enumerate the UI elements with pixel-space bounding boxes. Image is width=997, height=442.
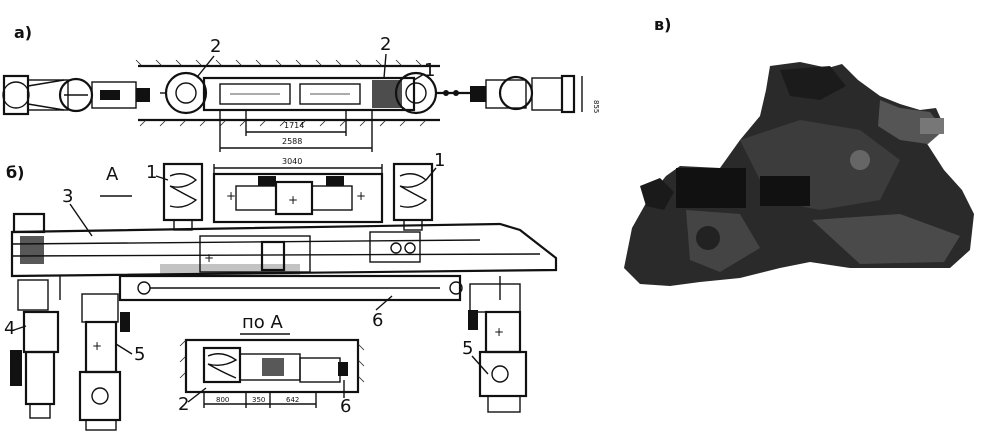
panel-b-auger-left xyxy=(162,162,204,231)
dim-sect-3: 642 xyxy=(286,396,299,404)
panel-b-right-leg: + xyxy=(468,283,528,413)
panel-v-label: в) xyxy=(654,15,671,34)
panel-b-main-frame: + xyxy=(10,212,558,302)
callout-a-2-right: 2 xyxy=(380,34,391,55)
view-label-a: А xyxy=(106,164,119,185)
panel-b-auger-right xyxy=(392,162,434,231)
callout-b-3: 3 xyxy=(62,186,73,207)
svg-text:+: + xyxy=(356,189,366,203)
callout-a-2-left: 2 xyxy=(210,36,221,57)
callout-b-4: 4 xyxy=(4,318,15,339)
panel-a-right-machine: 855 xyxy=(470,74,600,113)
section-po-a: по А 800 350 642 xyxy=(179,312,365,408)
section-label: по А xyxy=(242,312,284,333)
callout-b-5-right: 5 xyxy=(462,338,473,359)
panel-b-label: б) xyxy=(6,163,24,182)
svg-text:+: + xyxy=(494,325,504,339)
svg-text:+: + xyxy=(226,189,236,203)
dim-b-top: 3040 xyxy=(282,157,302,166)
panel-b-top-housing: + + + xyxy=(212,172,384,224)
callout-b-5-left: 5 xyxy=(134,344,145,365)
panel-a-center-unit xyxy=(160,71,470,115)
machine-photo xyxy=(624,62,974,286)
dim-sect-2: 350 xyxy=(252,396,265,404)
svg-text:+: + xyxy=(288,193,298,207)
callout-a-1: 1 xyxy=(424,60,435,81)
dim-a-inner: 1714 xyxy=(284,121,304,130)
svg-text:+: + xyxy=(204,251,214,265)
panel-a: а) xyxy=(2,23,600,152)
callout-sect-6: 6 xyxy=(340,396,351,417)
panel-a-rock-contour xyxy=(135,59,440,127)
callout-b-6: 6 xyxy=(372,310,383,331)
dim-a-side: 855 xyxy=(592,100,600,113)
panel-b: б) А 3040 + + + 1 xyxy=(4,150,558,431)
callout-sect-2: 2 xyxy=(178,394,189,415)
panel-v: в) xyxy=(624,15,974,286)
callout-b-1-right: 1 xyxy=(434,150,445,171)
dim-a-outer: 2588 xyxy=(282,137,302,146)
panel-b-left-legs: + xyxy=(10,279,130,431)
panel-a-dimensions: 1714 2588 xyxy=(219,110,373,152)
panel-a-left-machine xyxy=(2,74,150,116)
dim-sect-1: 800 xyxy=(216,396,229,404)
svg-text:+: + xyxy=(92,339,102,353)
callout-b-1-left: 1 xyxy=(146,162,157,183)
panel-a-label: а) xyxy=(14,23,32,42)
